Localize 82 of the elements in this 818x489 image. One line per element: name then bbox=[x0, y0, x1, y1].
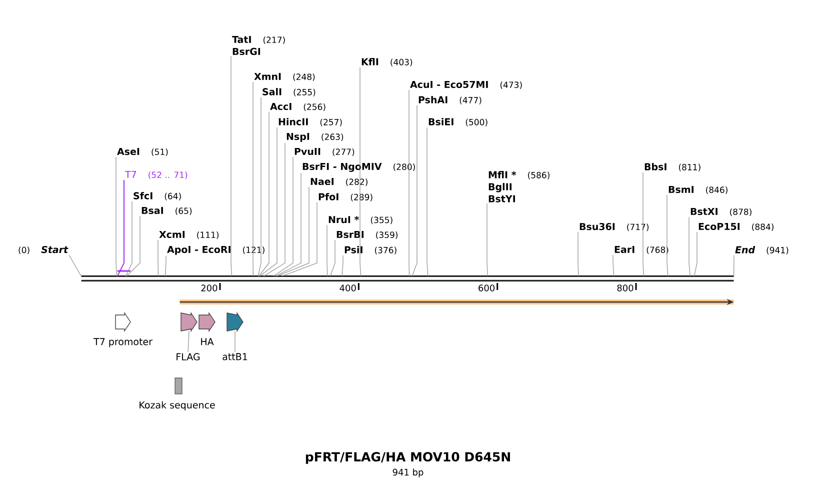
enzyme-label: BsrFI - NgoMIV (280) bbox=[302, 162, 415, 172]
enzyme-label: EcoP15I (884) bbox=[698, 222, 774, 232]
enzyme-label: HincII (257) bbox=[278, 118, 342, 126]
map-title: pFRT/FLAG/HA MOV10 D645N bbox=[306, 452, 510, 464]
enzyme-label: BsmI (846) bbox=[668, 186, 728, 194]
tick-label: 800 bbox=[617, 284, 634, 292]
leader-line bbox=[234, 330, 236, 352]
leader-line bbox=[273, 156, 294, 277]
enzyme-label: NruI * (355) bbox=[328, 216, 392, 224]
leader-line bbox=[252, 82, 254, 277]
leader-line bbox=[281, 202, 318, 277]
leader-line bbox=[258, 112, 270, 277]
leader-line bbox=[259, 127, 278, 277]
leader-line bbox=[326, 224, 328, 277]
leader-line bbox=[342, 255, 344, 277]
enzyme-label: XcmI (111) bbox=[159, 230, 219, 240]
node-label: T7 promoter bbox=[94, 338, 152, 348]
leader-line bbox=[126, 216, 140, 277]
node-label: HA bbox=[201, 338, 214, 346]
leader-line bbox=[68, 254, 82, 277]
leader-line bbox=[360, 67, 362, 277]
leader-line bbox=[188, 330, 190, 352]
enzyme-label: PshAI (477) bbox=[418, 96, 482, 104]
feature-block bbox=[180, 312, 198, 332]
enzyme-label: ApoI - EcoRI (121) bbox=[167, 246, 264, 255]
enzyme-label: AccI (256) bbox=[270, 102, 326, 112]
enzyme-label: MflI * (586) BglII BstYI bbox=[488, 171, 550, 202]
leader-line bbox=[116, 180, 124, 277]
leader-line bbox=[408, 90, 410, 277]
leader-line bbox=[116, 156, 117, 277]
enzyme-label: TatI (217) BsrGI bbox=[232, 36, 285, 56]
sequence-length: 941 bp bbox=[392, 468, 424, 478]
enzyme-label: PfoI (289) bbox=[318, 193, 372, 202]
enzyme-label: AseI (51) bbox=[117, 148, 168, 156]
feature-label: T7 (52 .. 71) bbox=[124, 170, 188, 180]
leader-line bbox=[158, 240, 159, 277]
node-label: Kozak sequence bbox=[140, 401, 215, 410]
enzyme-label: BstXI (878) bbox=[690, 208, 752, 216]
leader-line bbox=[688, 216, 690, 277]
tick-label: 400 bbox=[340, 284, 356, 292]
leader-line bbox=[486, 203, 488, 277]
enzyme-label: BsiEI (500) bbox=[428, 118, 488, 126]
tick-label: 600 bbox=[478, 284, 495, 292]
enzyme-label: AcuI - Eco57MI (473) bbox=[410, 80, 522, 90]
enzyme-label: Bsu36I (717) bbox=[580, 222, 649, 232]
leader-line bbox=[612, 254, 614, 277]
sequence-backbone bbox=[81, 275, 734, 282]
enzyme-label: EarI (768) bbox=[614, 246, 668, 254]
feature-block bbox=[226, 312, 244, 332]
leader-line bbox=[330, 240, 336, 277]
leader-line bbox=[275, 172, 302, 277]
leader-line bbox=[276, 186, 310, 277]
leader-line bbox=[164, 256, 166, 277]
leader-line bbox=[666, 194, 668, 277]
promoter-feature: T7 promoter bbox=[94, 312, 152, 348]
enzyme-label: KflI (403) bbox=[362, 58, 412, 66]
enzyme-label: PsiI (376) bbox=[344, 246, 396, 254]
end-label: (0) Start bbox=[18, 246, 68, 254]
end-label: End (941) bbox=[735, 246, 788, 254]
kozak-feature: Kozak sequence bbox=[140, 378, 215, 410]
enzyme-label: SalI (255) bbox=[262, 88, 316, 96]
leader-line bbox=[694, 232, 698, 277]
enzyme-label: SfcI (64) bbox=[134, 192, 181, 200]
leader-line bbox=[263, 142, 286, 277]
leader-line bbox=[642, 172, 644, 277]
enzyme-label: XmnI (248) bbox=[254, 72, 315, 82]
tag-feature: HA bbox=[198, 312, 216, 346]
leader-line bbox=[426, 127, 428, 277]
enzyme-label: BsrBI (359) bbox=[336, 230, 398, 240]
feature-label: FLAG bbox=[176, 353, 200, 360]
enzyme-label: BsaI (65) bbox=[142, 206, 192, 216]
tick-label: 200 bbox=[201, 284, 218, 292]
leader-line bbox=[578, 232, 579, 277]
enzyme-label: BbsI (811) bbox=[644, 163, 700, 172]
feature-label: attB1 bbox=[222, 353, 248, 360]
leader-line bbox=[258, 97, 262, 277]
leader-line bbox=[412, 105, 418, 277]
leader-line bbox=[125, 201, 132, 277]
enzyme-label: PvuII (277) bbox=[294, 148, 354, 156]
leader-line bbox=[230, 56, 232, 277]
enzyme-label: NaeI (282) bbox=[310, 178, 368, 186]
enzyme-label: NspI (263) bbox=[286, 132, 344, 142]
